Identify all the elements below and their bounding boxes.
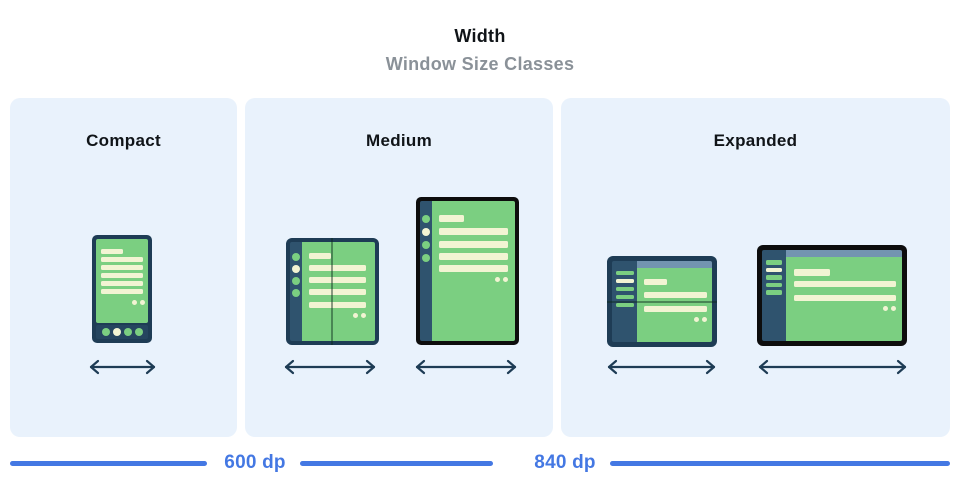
nav-sidebar [612,261,637,342]
sidebar-bar [766,260,782,265]
tablet-portrait-illustration [416,197,519,345]
content-pane [637,261,712,342]
skeleton-line [794,295,896,301]
nav-dot [123,328,132,336]
panel-expanded: Expanded [561,98,950,437]
sidebar-bar [766,282,782,287]
nav-rail [420,201,432,341]
nav-dot [112,328,121,336]
tablet-screen [432,201,515,341]
skeleton-line [309,289,366,295]
rail-dot [292,265,300,273]
skeleton-line [439,253,508,260]
skeleton-dot [353,313,358,318]
foldable-illustration [286,238,379,345]
app-topbar [637,261,712,268]
skeleton-line [644,279,667,285]
skeleton-line [644,306,707,312]
width-arrow-tablet-landscape [607,359,716,375]
skeleton-line [309,253,331,259]
skeleton-line [101,273,143,278]
diagram-subtitle: Window Size Classes [385,54,575,74]
skeleton-line [794,281,896,287]
fold-crease [607,301,717,303]
rail-dot [422,241,430,249]
breakpoint-label-840dp: 840 dp [534,452,596,473]
rail-dot [292,289,300,297]
width-arrow-laptop [758,359,907,375]
laptop-illustration [757,245,907,346]
skeleton-line [101,281,143,286]
skeleton-dot [361,313,366,318]
skeleton-dot [132,300,137,305]
panel-compact-title: Compact [86,131,161,150]
skeleton-dot [503,277,508,282]
rail-dot [422,228,430,236]
rail-dot [422,254,430,262]
nav-dot [101,328,110,336]
sidebar-bar [615,287,634,291]
skeleton-dot [495,277,500,282]
app-topbar [786,250,902,257]
rail-dot [292,277,300,285]
ruler-segment [610,461,950,466]
skeleton-line [439,265,508,272]
skeleton-line [101,265,143,270]
sidebar-bar [615,303,634,307]
breakpoint-label-600dp: 600 dp [224,452,286,473]
foldable-screen [302,242,375,341]
nav-dot [134,328,143,336]
skeleton-line [101,289,143,294]
panel-compact: Compact [10,98,237,437]
nav-rail [290,242,302,341]
tablet-landscape-illustration [607,256,717,347]
content-pane [786,250,902,341]
panel-expanded-title: Expanded [713,131,798,150]
width-arrow-compact [89,359,156,375]
sidebar-bar [766,290,782,295]
ruler-segment [300,461,493,466]
sidebar-bar [615,295,634,299]
skeleton-line [309,277,366,283]
skeleton-line [439,215,464,222]
fold-crease [331,238,333,345]
diagram-title: Width [454,26,506,46]
ruler-segment [10,461,207,466]
rail-dot [422,215,430,223]
skeleton-dot [891,306,896,311]
content-area [637,268,712,342]
sidebar-bar [615,271,634,275]
skeleton-line [101,257,143,262]
nav-sidebar [762,250,786,341]
phone-nav-bar [96,325,148,339]
skeleton-dot [694,317,699,322]
skeleton-line [309,265,366,271]
panel-medium: Medium [245,98,553,437]
content-area [786,257,902,341]
skeleton-dot [883,306,888,311]
skeleton-dot [140,300,145,305]
skeleton-dot [702,317,707,322]
sidebar-bar [766,275,782,280]
skeleton-line [309,302,366,308]
phone-illustration [92,235,152,343]
skeleton-line [794,269,830,276]
sidebar-bar [615,279,634,283]
panel-medium-title: Medium [365,131,433,150]
skeleton-line [439,228,508,235]
skeleton-line [101,249,123,254]
sidebar-bar [766,267,782,272]
skeleton-line [644,292,707,298]
rail-dot [292,253,300,261]
phone-screen [96,239,148,323]
skeleton-line [439,241,508,248]
width-arrow-foldable [284,359,376,375]
width-arrow-tablet-portrait [415,359,517,375]
